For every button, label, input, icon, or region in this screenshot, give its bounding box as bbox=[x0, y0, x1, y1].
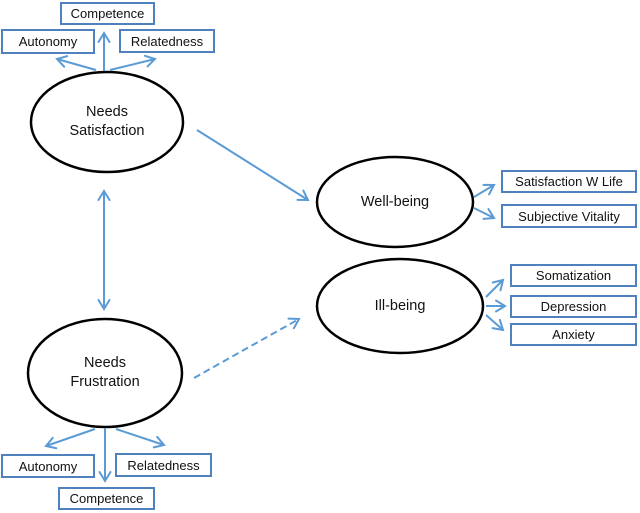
box-competence-top: Competence bbox=[60, 2, 155, 25]
well-being-ellipse bbox=[315, 155, 475, 249]
box-anxiety: Anxiety bbox=[510, 323, 637, 346]
box-autonomy-top: Autonomy bbox=[1, 29, 95, 54]
needs-frustration-label-line2: Frustration bbox=[70, 374, 140, 390]
needs-frustration-ellipse bbox=[26, 317, 184, 429]
box-satisfaction-w-life: Satisfaction W Life bbox=[501, 170, 637, 193]
needs-satisfaction-label: Needs Satisfaction bbox=[31, 103, 183, 141]
box-subjective-vitality: Subjective Vitality bbox=[501, 204, 637, 228]
well-being-label-text: Well-being bbox=[360, 194, 430, 210]
edge-ill-being-to-somatization bbox=[485, 278, 505, 298]
box-competence-bottom: Competence bbox=[58, 487, 155, 510]
ill-being-label: Ill-being bbox=[317, 297, 483, 316]
needs-frustration-label-line1: Needs bbox=[84, 355, 126, 371]
box-autonomy-bottom: Autonomy bbox=[1, 454, 95, 478]
needs-satisfaction-label-line1: Needs bbox=[86, 104, 128, 120]
needs-satisfaction-label-line2: Satisfaction bbox=[69, 123, 145, 139]
ill-being-label-text: Ill-being bbox=[374, 298, 426, 314]
ill-being-ellipse bbox=[315, 257, 485, 355]
box-depression: Depression bbox=[510, 295, 637, 318]
edge-well-being-to-subjective-vitality bbox=[473, 207, 496, 220]
edge-needs-satisfaction-to-relatedness-top bbox=[109, 54, 157, 71]
edge-needs-frustration-to-autonomy-bottom bbox=[44, 428, 96, 450]
box-relatedness-top: Relatedness bbox=[119, 29, 215, 53]
edge-needs-frustration-to-ill-being bbox=[193, 317, 301, 379]
well-being-label: Well-being bbox=[317, 193, 473, 212]
edge-needs-satisfaction-to-well-being bbox=[196, 129, 310, 202]
box-relatedness-bottom: Relatedness bbox=[115, 453, 212, 477]
edge-ill-being-to-anxiety bbox=[485, 314, 505, 332]
needs-frustration-label: Needs Frustration bbox=[28, 354, 182, 392]
box-somatization: Somatization bbox=[510, 264, 637, 287]
needs-satisfaction-ellipse bbox=[29, 70, 185, 174]
edge-needs-frustration-to-relatedness-bottom bbox=[115, 428, 166, 449]
edge-needs-satisfaction-to-autonomy-top bbox=[55, 55, 97, 71]
edge-well-being-to-satisfaction-w-life bbox=[473, 183, 496, 198]
